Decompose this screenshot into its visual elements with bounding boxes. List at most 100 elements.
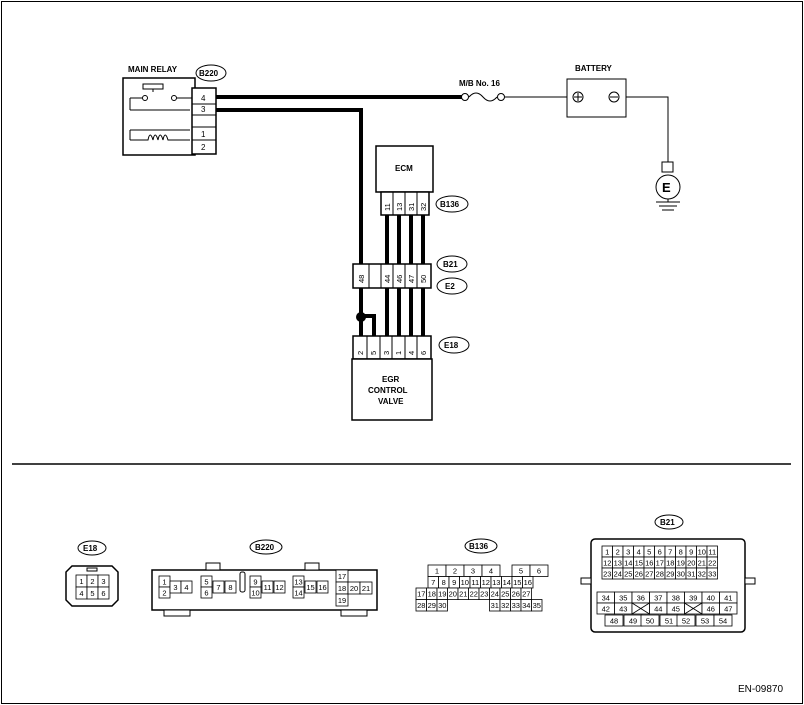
wires <box>216 95 669 336</box>
b21-pin-16-label: 16 <box>645 558 653 567</box>
b220-pin-3-label: 3 <box>173 583 177 592</box>
b21-pin-46: 46 <box>395 275 404 283</box>
b21-pin-42-label: 42 <box>602 604 610 613</box>
relay-pin-1: 1 <box>201 130 206 139</box>
b136-pin-13-label: 13 <box>492 578 500 587</box>
b21-pin-2-label: 2 <box>616 547 620 556</box>
b136-pin-25-label: 25 <box>501 590 509 599</box>
b21-face-tag: B21 <box>660 518 675 527</box>
b21-pin-35-label: 35 <box>619 593 627 602</box>
b21-pin-28-label: 28 <box>656 569 664 578</box>
b21-e2-connector: 48 44 46 47 50 B21 E2 <box>352 255 468 295</box>
b21-pin-43-label: 43 <box>619 604 627 613</box>
relay-pin-2: 2 <box>201 143 206 152</box>
b136-pin-4-label: 4 <box>489 567 493 576</box>
egr-label-2: CONTROL <box>368 386 408 395</box>
b136-pin-34-label: 34 <box>522 601 530 610</box>
b136-pin-35-cell <box>531 599 543 612</box>
b21-pin-32-label: 32 <box>698 569 706 578</box>
b21-pin-18-label: 18 <box>666 558 674 567</box>
b21-pin-22-label: 22 <box>708 558 716 567</box>
b136-pin-19-label: 19 <box>438 590 446 599</box>
b136-pin-22-label: 22 <box>470 590 478 599</box>
b21-pin-33-label: 33 <box>708 569 716 578</box>
e18-pin-4: 4 <box>407 351 416 355</box>
ecm-pin-32: 32 <box>419 203 428 211</box>
e18-pin-6: 6 <box>419 351 428 355</box>
b21-pin-25-label: 25 <box>624 569 632 578</box>
b136-pin-18-label: 18 <box>428 590 436 599</box>
b136-pin-31-label: 31 <box>491 601 499 610</box>
b136-pin-27-label: 27 <box>522 590 530 599</box>
b220-pin-5-label: 5 <box>204 577 208 586</box>
b21-pin-12-label: 12 <box>603 558 611 567</box>
b21-pin-8-label: 8 <box>679 547 683 556</box>
b136-pin-11-label: 11 <box>471 578 479 587</box>
b21-pin-23-label: 23 <box>603 569 611 578</box>
b220-pin-15-label: 15 <box>306 583 314 592</box>
b136-pin-2-label: 2 <box>453 567 457 576</box>
b136-pin-30-cell <box>436 599 448 612</box>
b136-tag: B136 <box>440 200 460 209</box>
b21-pin-47-cell <box>719 602 738 615</box>
b136-pin-7-label: 7 <box>431 578 435 587</box>
e18-pin-3-label: 3 <box>101 577 105 586</box>
egr-label-1: EGR <box>382 375 400 384</box>
b21-pin-15-label: 15 <box>635 558 643 567</box>
battery: BATTERY <box>566 64 627 118</box>
b136-pin-32-label: 32 <box>501 601 509 610</box>
b220-pin-8-label: 8 <box>228 583 232 592</box>
b21-pin-13-label: 13 <box>614 558 622 567</box>
b21-pin-29-label: 29 <box>666 569 674 578</box>
b21-pin-44-label: 44 <box>654 604 662 613</box>
b21-pin-6-label: 6 <box>658 547 662 556</box>
b21-pin-44: 44 <box>383 275 392 283</box>
ground-symbol: E <box>655 161 681 211</box>
b136-pin-9-label: 9 <box>452 578 456 587</box>
b220-pin-2-label: 2 <box>162 588 166 597</box>
b21-pin-5-label: 5 <box>647 547 651 556</box>
b136-pin-15-label: 15 <box>513 578 521 587</box>
b220-pin-21-cell <box>359 581 373 595</box>
b136-pin-21-label: 21 <box>459 590 467 599</box>
b21-pin-47-label: 47 <box>724 604 732 613</box>
ecm-pin-11: 11 <box>383 203 392 211</box>
b136-pin-33-label: 33 <box>512 601 520 610</box>
b220-pin-12-cell <box>273 580 286 594</box>
b220-pin-1-label: 1 <box>162 577 166 586</box>
b136-pin-20-label: 20 <box>449 590 457 599</box>
b220-pin-9-label: 9 <box>253 577 257 586</box>
b21-pin-17-label: 17 <box>656 558 664 567</box>
b21-tag: B21 <box>443 260 458 269</box>
b220-pin-4-cell <box>180 580 193 594</box>
b220-tag: B220 <box>199 69 219 78</box>
b136-pin-16-label: 16 <box>524 578 532 587</box>
e18-pin-1: 1 <box>394 351 403 355</box>
b136-pin-12-label: 12 <box>482 578 490 587</box>
b220-pin-6-cell <box>200 586 213 599</box>
e18-pin-5: 5 <box>369 351 378 355</box>
b136-pin-24-label: 24 <box>491 590 499 599</box>
b220-pin-10-label: 10 <box>251 588 259 597</box>
b21-pin-19-label: 19 <box>677 558 685 567</box>
b220-pin-12-label: 12 <box>275 583 283 592</box>
b220-pin-8-cell <box>224 580 237 594</box>
e2-tag: E2 <box>445 282 455 291</box>
b220-pin-14-cell <box>292 586 305 599</box>
b220-pin-11-cell <box>261 580 274 594</box>
b21-pin-26-label: 26 <box>635 569 643 578</box>
ecm-pin-31: 31 <box>407 203 416 211</box>
b220-pin-15-cell <box>304 580 317 594</box>
b220-pin-14-label: 14 <box>294 588 302 597</box>
b21-pin-48-label: 48 <box>610 616 618 625</box>
ground-label: E <box>662 180 671 195</box>
b136-pin-30-label: 30 <box>438 601 446 610</box>
b136-pin-10-label: 10 <box>461 578 469 587</box>
b220-pin-7-label: 7 <box>216 583 220 592</box>
b21-pin-14-label: 14 <box>624 558 632 567</box>
e18-pin-4-label: 4 <box>79 589 83 598</box>
